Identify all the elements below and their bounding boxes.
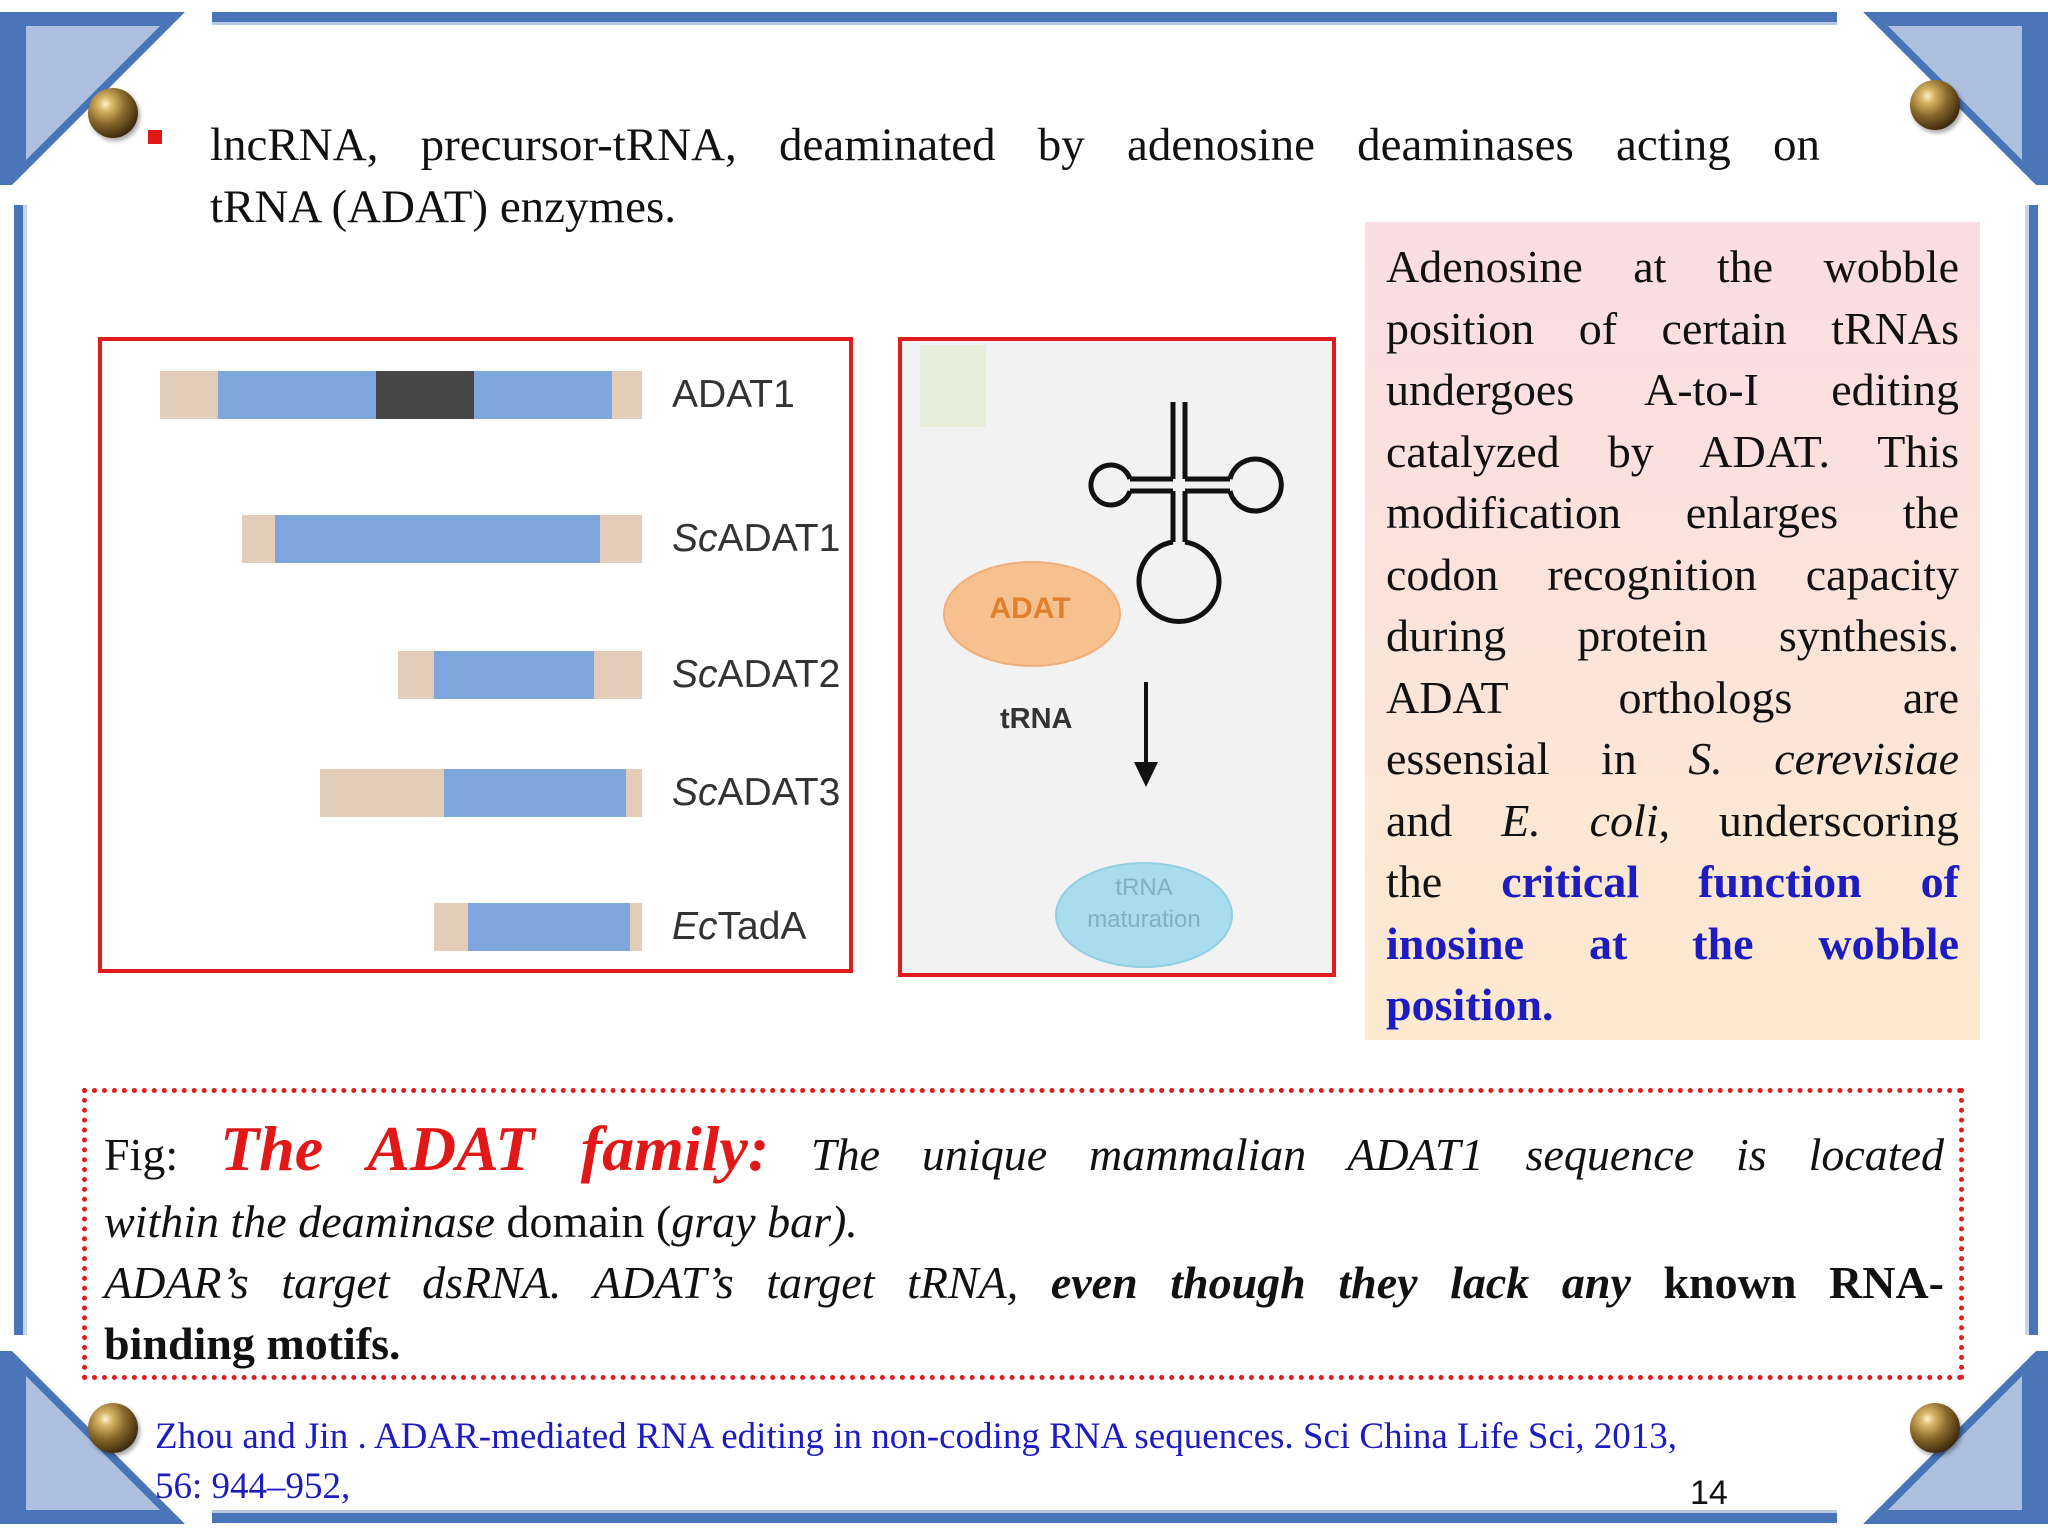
flank-segment xyxy=(160,371,218,419)
flank-segment xyxy=(600,515,642,563)
explanation-box xyxy=(1365,222,1980,1040)
deaminase-domain-segment xyxy=(474,371,612,419)
bullet-text-line1: lncRNA, precursor-tRNA, deaminated by ad… xyxy=(210,119,1820,171)
explanation-line: modification enlarges the xyxy=(1386,487,1959,538)
deaminase-domain-segment xyxy=(444,769,626,817)
explanation-line: codon recognition capacity xyxy=(1386,548,1959,600)
bead-ornament-bottom-right xyxy=(1910,1403,1960,1453)
flank-segment xyxy=(242,515,275,563)
row-label-scadat1: ScADAT1 xyxy=(672,517,840,561)
citation-line2: 56: 944–952, xyxy=(155,1466,351,1507)
explanation-text: Adenosine at the wobble position of cert… xyxy=(1386,236,1959,1036)
species-prefix: Sc xyxy=(672,653,718,696)
trna-maturation-shape xyxy=(1055,862,1233,968)
background-patch xyxy=(920,345,986,427)
enzyme-label: ADAT xyxy=(989,592,1071,625)
underscoring-text: , underscoring xyxy=(1658,794,1959,846)
explanation-line: Adenosine at the wobble xyxy=(1386,241,1959,292)
caption-text: within the deaminase xyxy=(104,1196,495,1247)
caption-line2: within the deaminase domain (gray bar). xyxy=(104,1195,858,1248)
explanation-line: catalyzed by ADAT. This xyxy=(1386,425,1959,477)
protein-name: TadA xyxy=(717,905,807,948)
species-s-cerevisiae: S. cerevisiae xyxy=(1688,733,1959,784)
protein-name: ADAT3 xyxy=(717,771,841,814)
caption-text: domain ( xyxy=(506,1196,672,1247)
caption-line1-rest: The unique mammalian ADAT1 sequence is l… xyxy=(811,1129,1944,1180)
protein-name: ADAT1 xyxy=(717,517,841,560)
trna-pathway-figure: ADAT tRNA tRNA maturation xyxy=(898,337,1336,977)
and-word: and xyxy=(1386,794,1453,846)
explanation-line: position of certain tRNAs xyxy=(1386,302,1959,354)
species-prefix: Ec xyxy=(672,905,718,948)
page-number: 14 xyxy=(1690,1474,1728,1512)
bead-ornament-top-right xyxy=(1910,80,1960,130)
protein-name: ADAT1 xyxy=(672,373,795,416)
figure-caption-box xyxy=(82,1088,1964,1380)
fig-label: Fig: xyxy=(104,1129,179,1180)
flank-segment xyxy=(626,769,642,817)
flank-segment xyxy=(612,371,642,419)
explanation-line: undergoes A-to-I editing xyxy=(1386,364,1959,415)
substrate-label: tRNA xyxy=(1000,703,1073,735)
frame-left-bar xyxy=(14,205,27,1335)
trna-cloverleaf-diagram xyxy=(943,402,1284,968)
caption-title: The ADAT family: xyxy=(220,1113,770,1184)
highlighted-conclusion: critical function of inosine at the wobb… xyxy=(1386,856,1960,1030)
row-label-ectada: EcTadA xyxy=(672,905,806,949)
frame-right-bar xyxy=(2025,205,2038,1335)
species-e-coli: E. coli xyxy=(1501,794,1659,846)
explanation-line: ADAT orthologs are xyxy=(1386,671,1959,723)
caption-line3: ADAR’s target dsRNA. ADAT’s target tRNA,… xyxy=(104,1256,1944,1309)
product-label-line2: maturation xyxy=(1087,906,1201,933)
caption-text: ADAR’s target dsRNA. ADAT’s target tRNA, xyxy=(104,1257,1019,1308)
row-label-scadat2: ScADAT2 xyxy=(672,653,840,697)
bullet-text-line2: tRNA (ADAT) enzymes. xyxy=(210,181,677,233)
frame-top-bar xyxy=(212,12,1837,25)
flank-segment xyxy=(630,903,642,951)
explanation-line: essensial in S. cerevisiae xyxy=(1386,728,1959,790)
adat-enzyme-shape xyxy=(943,561,1121,667)
flank-segment xyxy=(398,651,434,699)
deaminase-domain-segment xyxy=(434,651,594,699)
flank-segment xyxy=(594,651,642,699)
species-prefix: Sc xyxy=(672,517,718,560)
bullet-marker xyxy=(148,130,162,144)
row-label-adat1: ADAT1 xyxy=(672,373,795,417)
species-prefix: Sc xyxy=(672,771,718,814)
deaminase-domain-segment xyxy=(275,515,600,563)
flank-segment xyxy=(320,769,444,817)
caption-text: gray bar). xyxy=(671,1196,858,1247)
the-word: the xyxy=(1386,856,1443,907)
row-label-scadat3: ScADAT3 xyxy=(672,771,840,815)
adat-domain-figure: ADAT1 ScADAT1 ScADAT2 ScADAT3 EcTadA xyxy=(98,337,853,973)
citation-line1: Zhou and Jin . ADAR-mediated RNA editing… xyxy=(155,1416,1677,1457)
essential-word: essensial in xyxy=(1386,733,1637,784)
product-label: tRNA maturation xyxy=(1056,872,1232,936)
caption-line4: binding motifs. xyxy=(104,1318,401,1369)
protein-name: ADAT2 xyxy=(717,653,841,696)
explanation-line: during protein synthesis. xyxy=(1386,610,1959,661)
flank-segment xyxy=(434,903,468,951)
explanation-tail: the critical function of inosine at the … xyxy=(1386,851,1959,1036)
citation-reference: Zhou and Jin . ADAR-mediated RNA editing… xyxy=(155,1412,1677,1512)
explanation-line: and E. coli, underscoring xyxy=(1386,790,1959,852)
caption-line1: Fig: The ADAT family: The unique mammali… xyxy=(104,1112,1944,1186)
caption-emphasis: even though they lack any xyxy=(1050,1257,1631,1308)
bead-ornament-top-left xyxy=(88,88,138,138)
caption-emphasis: known RNA- xyxy=(1663,1257,1944,1308)
unique-sequence-gray-bar xyxy=(376,371,474,419)
deaminase-domain-segment xyxy=(468,903,630,951)
product-label-line1: tRNA xyxy=(1115,874,1173,901)
frame-bottom-bar xyxy=(212,1510,1837,1523)
bead-ornament-bottom-left xyxy=(88,1403,138,1453)
deaminase-domain-segment xyxy=(218,371,376,419)
